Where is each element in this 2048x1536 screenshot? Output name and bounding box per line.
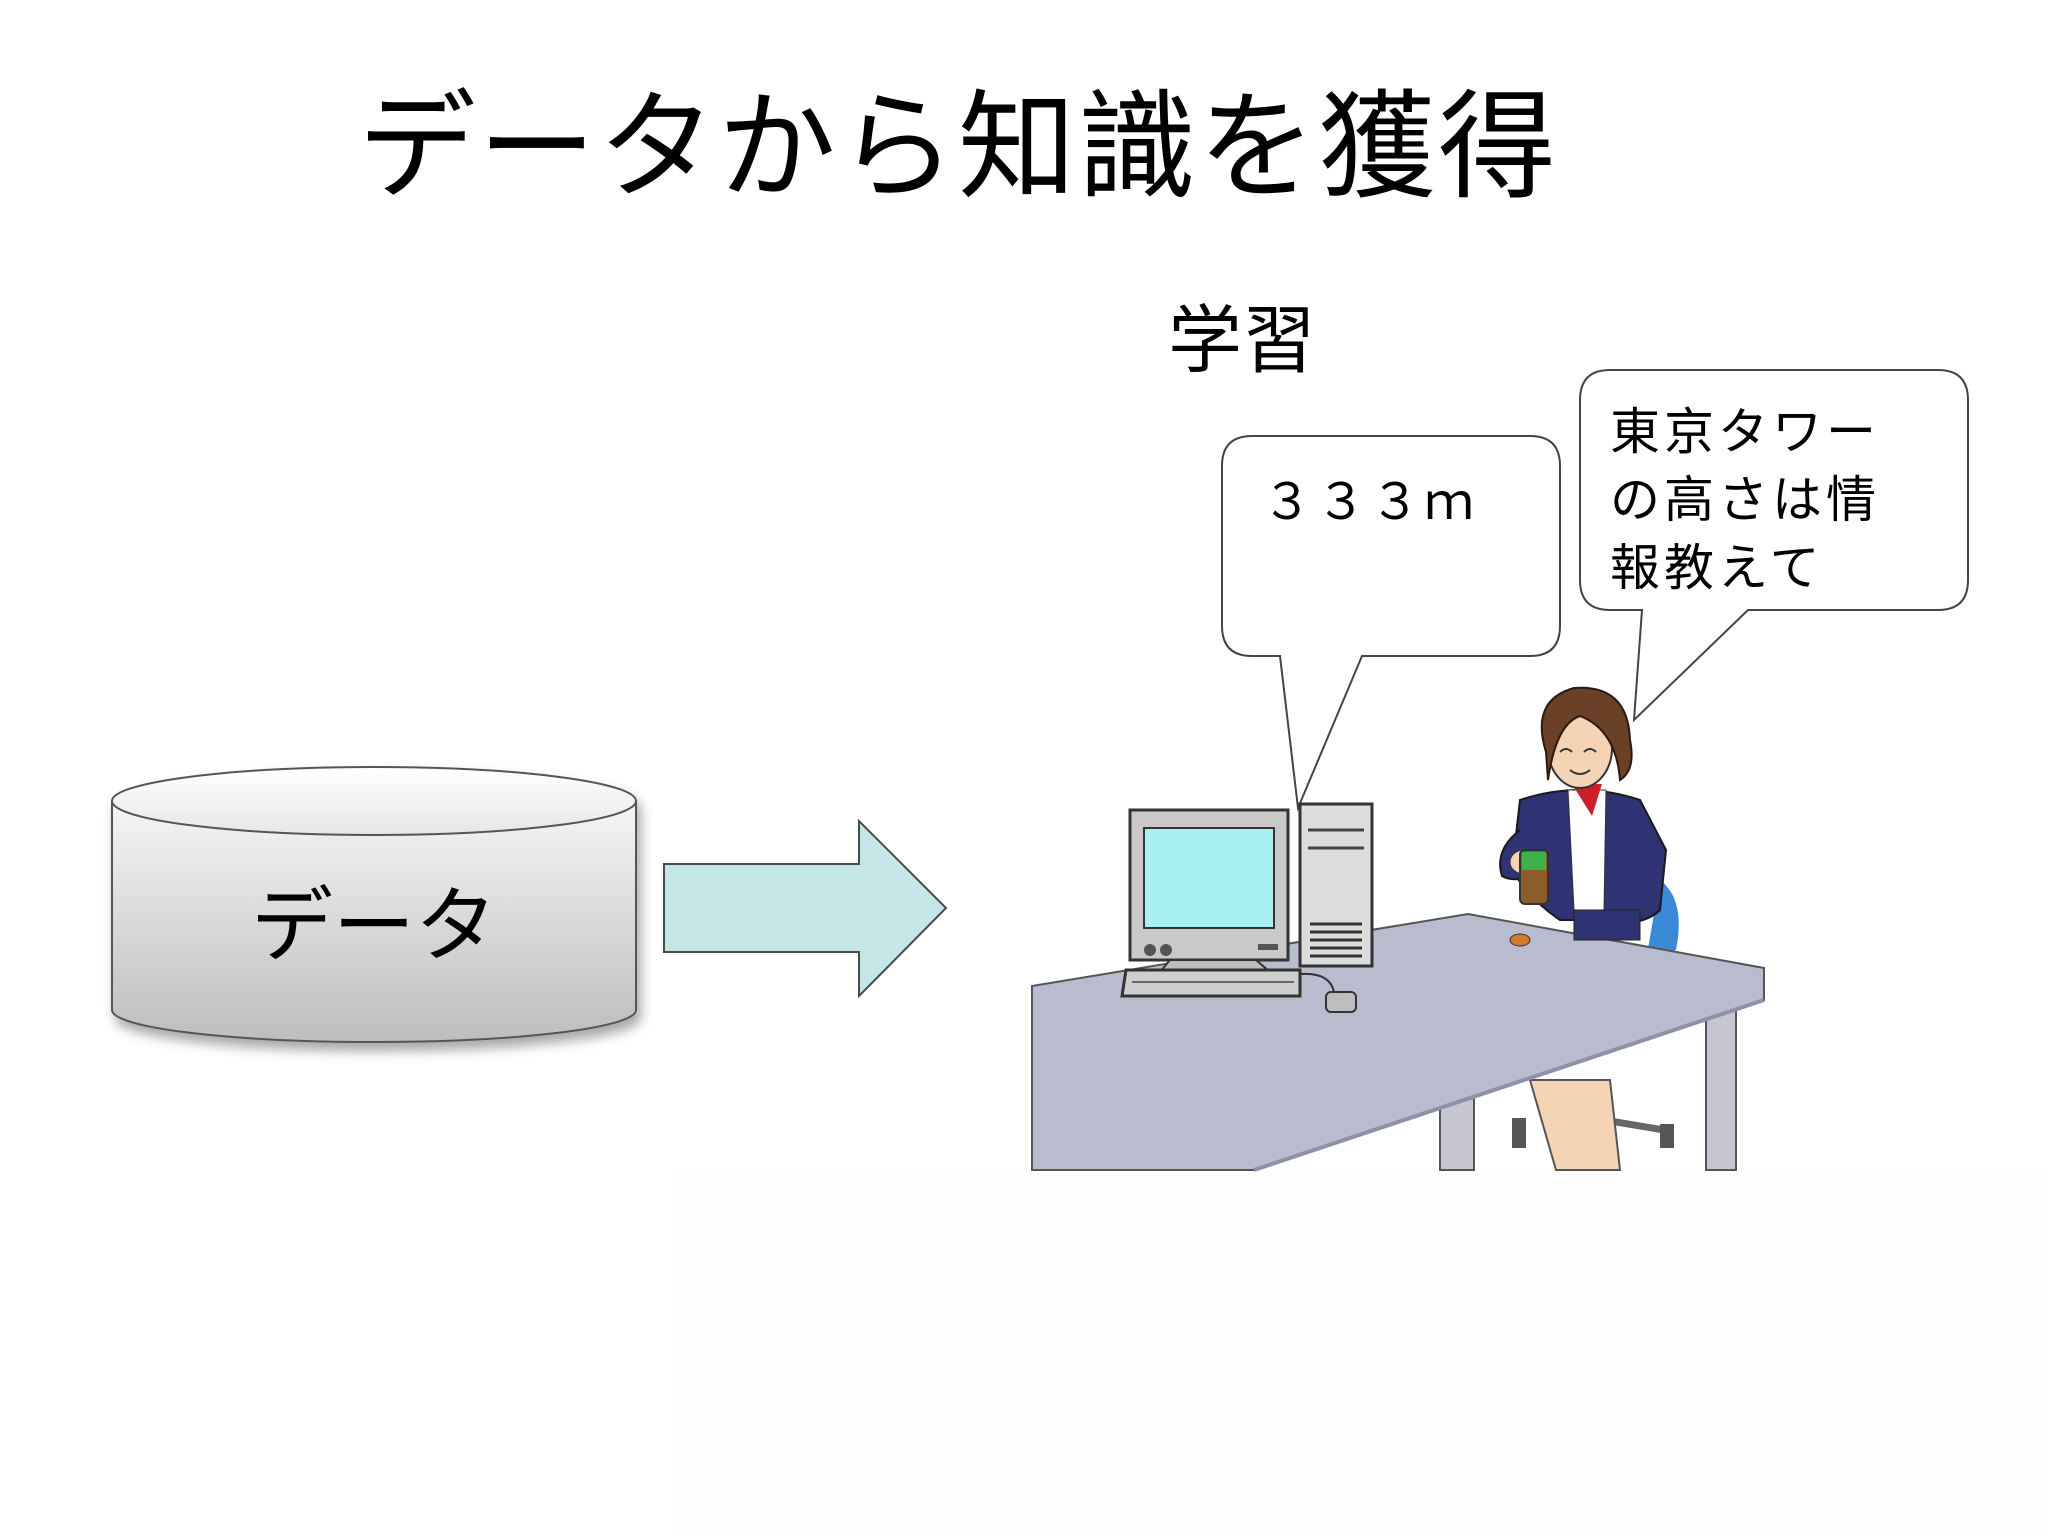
slide-title: データから知識を獲得 [358,78,1559,216]
question-speech-bubble [1579,369,1969,723]
mouse [1325,991,1357,1013]
learning-label: 学習 [1168,298,1316,384]
question-bubble-text: 東京タワー の高さは情 報教えて [1610,403,1880,597]
computer-tower [1298,802,1374,968]
answer-bubble-text: ３３３ｍ [1262,473,1478,531]
process-arrow [663,818,948,999]
answer-speech-bubble [1221,435,1561,812]
database-label: データ [250,879,497,974]
office-illustration [1031,686,1765,1172]
cup [1509,933,1531,947]
computer-monitor [1128,808,1290,973]
woman-figure [1499,686,1668,941]
database-cylinder [111,766,637,1043]
background-panel [676,1168,2048,1536]
